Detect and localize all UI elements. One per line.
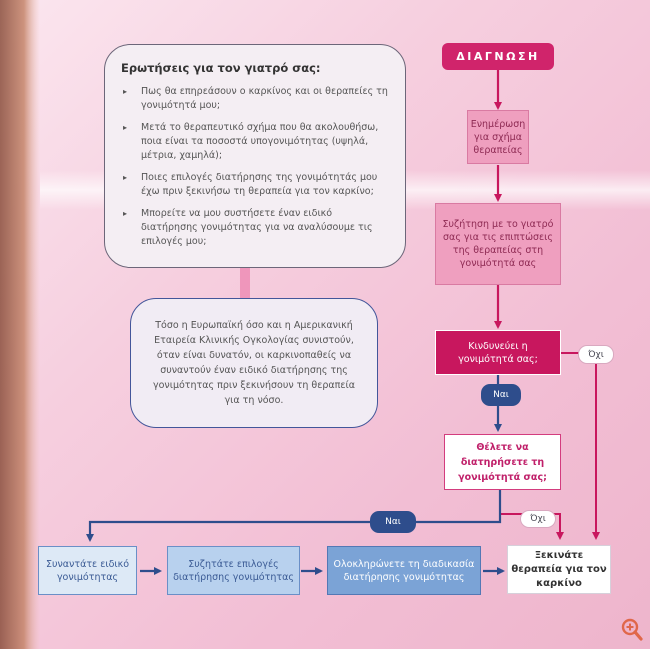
risk-question-box: Κινδυνεύει η γονιμότητά σας;	[435, 330, 561, 375]
no-label: Όχι	[578, 345, 614, 364]
bullet-triangle-icon: ▸	[123, 209, 128, 218]
bullet-triangle-icon: ▸	[123, 87, 128, 96]
question-item: ▸Μετά το θεραπευτικό σχήμα που θα ακολου…	[123, 122, 379, 161]
questions-list: ▸Πως θα επηρεάσουν ο καρκίνος και οι θερ…	[121, 85, 391, 249]
bullet-triangle-icon: ▸	[123, 123, 128, 132]
questions-title: Ερωτήσεις για τον γιατρό σας:	[121, 61, 321, 75]
zoom-in-icon[interactable]	[620, 617, 644, 643]
inform-box: Ενημέρωση για σχήμα θεραπείας	[467, 110, 529, 164]
questions-box: Ερωτήσεις για τον γιατρό σας: ▸Πως θα επ…	[104, 44, 406, 268]
bullet-triangle-icon: ▸	[123, 173, 128, 182]
preserve-question-box: Θέλετε να διατηρήσετε τη γονιμότητά σας;	[444, 434, 561, 490]
question-item: ▸Ποιες επιλογές διατήρησης της γονιμότητ…	[123, 172, 378, 197]
question-item: ▸Πως θα επηρεάσουν ο καρκίνος και οι θερ…	[123, 86, 388, 111]
recommendation-note: Τόσο η Ευρωπαϊκή όσο και η Αμερικανική Ε…	[130, 298, 378, 428]
start-treatment-box: Ξεκινάτε θεραπεία για τον καρκίνο	[507, 545, 611, 594]
diagnosis-pill: ΔΙΑΓΝΩΣΗ	[442, 43, 554, 70]
no-label: Όχι	[520, 510, 556, 528]
meet-specialist-box: Συναντάτε ειδικό γονιμότητας	[38, 546, 137, 595]
yes-label: Ναι	[481, 384, 521, 406]
complete-process-box: Ολοκληρώνετε τη διαδικασία διατήρησης γο…	[327, 546, 481, 595]
discuss-box: Συζήτηση με το γιατρό σας για τις επιπτώ…	[435, 203, 561, 285]
yes-label: Ναι	[370, 511, 416, 533]
discuss-options-box: Συζητάτε επιλογές διατήρησης γονιμότητας	[167, 546, 300, 595]
question-item: ▸Μπορείτε να μου συστήσετε έναν ειδικό δ…	[123, 208, 373, 247]
